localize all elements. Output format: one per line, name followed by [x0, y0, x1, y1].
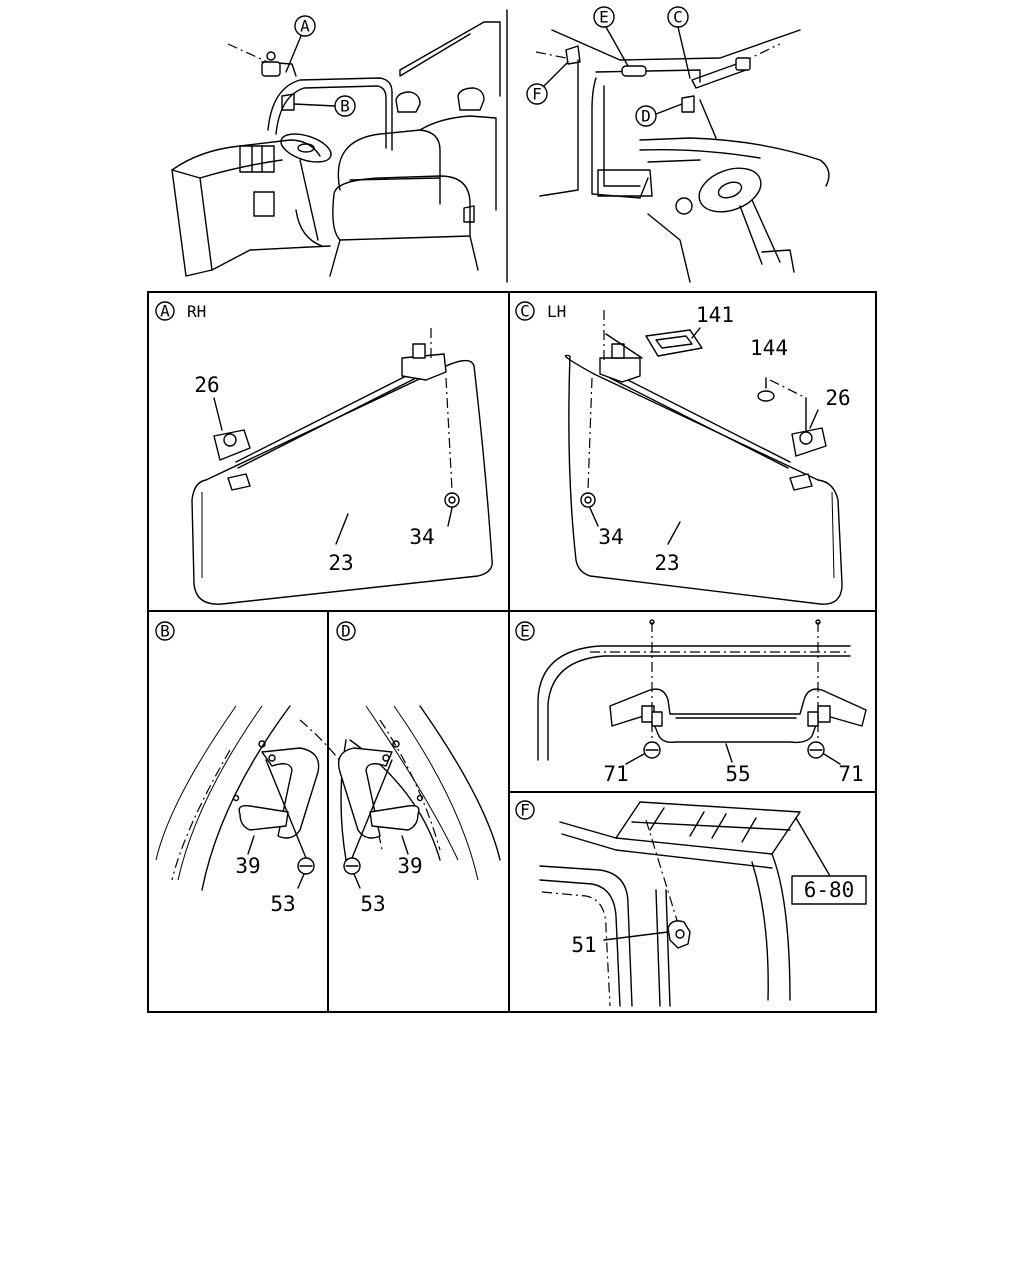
callout-a: A	[285, 15, 316, 73]
svg-text:B: B	[340, 97, 350, 116]
label-part-23-lh: 23	[654, 551, 679, 575]
panel-e-roof-grip-handle: E 71 55 71	[515, 619, 867, 786]
label-part-55: 55	[725, 762, 750, 786]
label-part-53-rh: 53	[270, 892, 295, 916]
callout-f: F	[526, 61, 569, 105]
reference-page-box	[791, 875, 867, 905]
svg-text:A: A	[300, 17, 310, 36]
panel-b-rh-assist-grip: B 39 53	[155, 621, 441, 916]
rh-sun-visor	[191, 359, 493, 605]
callout-c: C	[667, 6, 691, 79]
panel-c-side-label: LH	[547, 302, 566, 321]
label-part-34-rh: 34	[409, 525, 434, 549]
label-part-26-rh: 26	[194, 373, 219, 397]
label-part-144: 144	[750, 336, 788, 360]
panel-a-side-label: RH	[187, 302, 206, 321]
label-part-39-rh: 39	[235, 854, 260, 878]
label-part-71-right: 71	[838, 762, 863, 786]
svg-text:D: D	[641, 107, 651, 126]
panel-f-tag: F	[520, 801, 530, 820]
overview-lh-cab-illustration	[535, 29, 830, 283]
svg-text:C: C	[673, 8, 683, 27]
detail-grid-frame	[147, 291, 877, 1013]
callout-e: E	[593, 6, 629, 67]
panel-d-lh-assist-grip: D 39 53	[336, 621, 501, 916]
label-ref-page: 6-80	[804, 878, 855, 902]
svg-text:F: F	[532, 85, 542, 104]
label-part-23-rh: 23	[328, 551, 353, 575]
label-part-51: 51	[571, 933, 596, 957]
panel-b-tag: B	[160, 622, 170, 641]
callout-d: D	[635, 103, 683, 127]
panel-e-tag: E	[520, 622, 530, 641]
label-part-53-lh: 53	[360, 892, 385, 916]
panel-a-rh-sun-visor: A RH 26 34 23	[155, 301, 493, 605]
label-part-39-lh: 39	[397, 854, 422, 878]
label-part-71-left: 71	[603, 762, 628, 786]
panel-f-headliner-clip: F 51 6-80	[515, 800, 867, 1007]
label-part-26-lh: 26	[825, 386, 850, 410]
label-part-141: 141	[696, 303, 734, 327]
panel-a-tag: A	[160, 302, 170, 321]
lh-sun-visor	[564, 354, 843, 605]
panel-d-tag: D	[341, 622, 351, 641]
label-part-34-lh: 34	[598, 525, 623, 549]
callout-b: B	[293, 95, 356, 117]
panel-c-tag: C	[520, 302, 530, 321]
panel-c-lh-sun-visor: C LH 141 144 26 34 23	[515, 301, 851, 605]
svg-text:E: E	[599, 8, 609, 27]
overview-rh-cab-illustration	[171, 9, 508, 283]
